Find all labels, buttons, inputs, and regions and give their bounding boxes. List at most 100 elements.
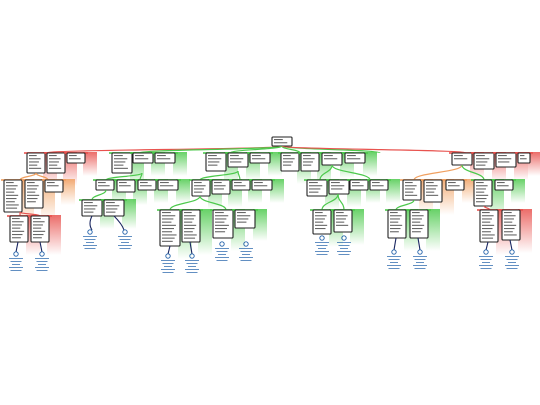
node-text-line <box>215 218 227 220</box>
note-text-line <box>480 268 492 269</box>
node-text-line <box>309 191 319 193</box>
note-text-line <box>119 248 131 249</box>
leaf-cl-1[interactable] <box>83 229 97 249</box>
node-text-line <box>162 228 174 230</box>
branch-flag <box>518 209 532 253</box>
node-text-line <box>476 161 488 163</box>
connector-line <box>413 164 463 181</box>
node-text-line <box>12 237 21 239</box>
node-text-line <box>194 191 203 193</box>
leaf-link <box>113 215 125 231</box>
node-text-line <box>448 182 456 184</box>
node-right-green-2[interactable] <box>492 179 525 203</box>
node-box <box>479 209 499 243</box>
branch-flag <box>386 179 400 203</box>
node-text-line <box>498 155 507 157</box>
leaf-left-2[interactable] <box>35 251 49 271</box>
root-node[interactable] <box>271 136 293 147</box>
note-text-line <box>506 259 518 260</box>
node-text-line <box>33 227 42 229</box>
leaf-link <box>39 241 43 253</box>
node-text-line <box>331 185 345 187</box>
node-right-4[interactable] <box>515 152 540 176</box>
node-text-line <box>47 185 59 187</box>
node-text-line <box>6 198 17 200</box>
leaf-right-2[interactable] <box>413 249 427 269</box>
node-box <box>271 136 293 147</box>
leaf-right-1[interactable] <box>387 249 401 269</box>
node-text-line <box>347 155 356 157</box>
note-icon <box>417 249 423 255</box>
leaf-cl-2[interactable] <box>118 229 132 249</box>
node-box <box>387 209 407 239</box>
note-text-line <box>414 259 426 260</box>
node-text-line <box>405 182 413 184</box>
node-text-line <box>504 228 515 230</box>
node-text-line <box>208 161 220 163</box>
node-text-line <box>215 215 229 217</box>
node-right-deep-2[interactable] <box>407 209 440 251</box>
node-text-line <box>135 158 149 160</box>
leaf-right-3[interactable] <box>479 249 493 269</box>
branch-flag <box>47 215 61 255</box>
note-text-line <box>508 262 516 263</box>
node-text-line <box>33 230 46 232</box>
leaf-right-4[interactable] <box>505 249 519 269</box>
node-c-deep-2[interactable] <box>179 209 212 255</box>
note-text-line <box>387 265 401 266</box>
branch-flag <box>350 209 364 245</box>
leaf-left-1[interactable] <box>9 251 23 271</box>
node-text-line <box>160 185 174 187</box>
note-icon <box>87 229 93 235</box>
leaf-cr-2[interactable] <box>337 235 351 255</box>
node-text-line <box>283 164 292 166</box>
node-text-line <box>49 158 61 160</box>
node-box <box>231 179 251 191</box>
node-cl-sub-4[interactable] <box>155 179 190 203</box>
connector-line <box>199 170 239 181</box>
node-text-line <box>482 224 495 226</box>
note-text-line <box>162 272 174 273</box>
note-text-line <box>505 265 519 266</box>
node-c-sub-4[interactable] <box>249 179 284 203</box>
note-text-line <box>161 260 175 261</box>
node-c-3[interactable] <box>247 152 282 176</box>
leaf-cr-1[interactable] <box>315 235 329 255</box>
branch-flag <box>176 179 190 203</box>
branch-flag <box>426 209 440 251</box>
branch-flag <box>198 209 212 255</box>
leaf-c-3[interactable] <box>215 241 229 261</box>
node-left-orange-3[interactable] <box>42 179 75 205</box>
leaf-c-1[interactable] <box>161 253 175 273</box>
node-right-orange-3[interactable] <box>443 179 476 203</box>
node-text-line <box>184 234 197 236</box>
node-text-line <box>454 155 463 157</box>
node-c-deep-4[interactable] <box>232 209 267 241</box>
note-text-line <box>413 256 427 257</box>
node-text-line <box>504 221 513 223</box>
note-text-line <box>118 236 132 237</box>
node-text-line <box>283 158 295 160</box>
note-text-line <box>388 259 400 260</box>
node-cr-sub-4[interactable] <box>367 179 400 203</box>
node-cr-2[interactable] <box>298 152 331 184</box>
node-text-line <box>476 188 486 190</box>
node-text-line <box>184 224 197 226</box>
note-icon <box>189 253 195 259</box>
node-cr-deep-2[interactable] <box>331 209 364 245</box>
note-text-line <box>121 242 129 243</box>
node-text-line <box>476 185 488 187</box>
node-box <box>445 179 465 191</box>
note-text-line <box>480 259 492 260</box>
node-cr-4[interactable] <box>342 152 377 176</box>
leaf-c-4[interactable] <box>239 241 253 261</box>
node-right-deep-4[interactable] <box>499 209 532 253</box>
node-text-line <box>331 182 340 184</box>
node-box <box>154 152 176 164</box>
leaf-c-2[interactable] <box>185 253 199 273</box>
node-text-line <box>426 188 436 190</box>
node-cl-3[interactable] <box>152 152 187 176</box>
node-box <box>349 179 369 191</box>
node-left-3[interactable] <box>64 152 97 176</box>
node-text-line <box>162 224 176 226</box>
